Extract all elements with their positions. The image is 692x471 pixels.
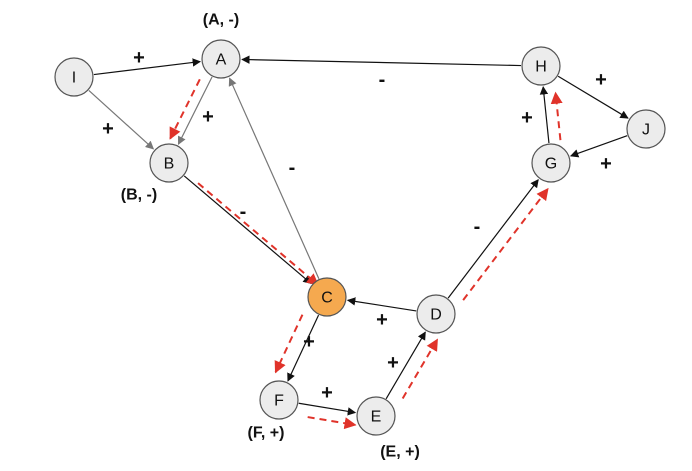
node-label: I [72,70,76,87]
node-label: H [535,59,547,76]
edge-signs-layer: + + + - - - + + + + - + + + [102,47,612,404]
edge-sign-i-a: + [133,47,145,69]
edge-sign-g-h: + [521,107,533,129]
annotation-a: (A, -) [203,12,239,29]
node-j: J [626,109,666,149]
node-circle [626,109,666,149]
highlighted-path-layer [169,78,563,430]
node-circle [54,57,94,97]
node-label: D [430,307,442,324]
edge-d-g [447,179,539,299]
node-i: I [54,57,94,97]
node-a: A [201,39,241,79]
edge-i-b [88,89,155,150]
node-f: F [259,380,299,420]
node-label: E [371,409,382,426]
edge-sign-c-f: + [303,331,315,353]
node-label: F [274,393,284,410]
nodes-layer: I A B C D E F G H J [54,39,666,436]
edge-j-g [569,135,628,158]
edge-sign-e-d: + [387,352,399,374]
node-circle [149,143,189,183]
path-segment-d-g [462,187,549,301]
path-segment-g-h [550,91,563,141]
node-d: D [416,294,456,334]
node-circle [259,380,299,420]
path-segment-b-c [197,182,319,286]
node-label: G [545,156,557,173]
edge-sign-d-g: - [474,216,481,238]
node-circle [201,39,241,79]
node-g: G [531,143,571,183]
path-segment-f-e [307,416,357,430]
edge-d-c [346,297,417,312]
edge-c-a [228,77,320,279]
edge-c-f [287,314,320,382]
path-segment-c-f [274,314,304,374]
edge-e-d [385,331,426,400]
edge-a-b [177,76,213,145]
edge-sign-c-a: - [289,157,296,179]
node-h: H [521,46,561,86]
edge-g-h [539,86,550,144]
node-circle [521,46,561,86]
node-circle [531,143,571,183]
edge-sign-a-b: + [202,106,214,128]
edge-f-e [298,402,357,416]
node-label: C [321,290,333,307]
node-circle [307,277,347,317]
edge-h-a [241,55,522,67]
node-label: A [216,52,227,69]
node-b: B [149,143,189,183]
node-circle [416,294,456,334]
edge-sign-i-b: + [102,118,114,140]
edge-sign-b-c: - [240,201,247,223]
path-segment-e-d [401,338,439,399]
annotations-layer: (A, -) (B, -) (F, +) (E, +) [121,12,420,461]
edge-sign-h-j: + [595,69,607,91]
node-c: C [307,277,347,317]
annotation-e: (E, +) [380,444,420,461]
edge-sign-h-a: - [379,69,386,91]
edge-b-c [183,175,312,284]
node-label: J [642,122,650,139]
edge-sign-j-g: + [600,153,612,175]
node-e: E [356,396,396,436]
edge-sign-d-c: + [376,309,388,331]
edges-layer [88,55,629,416]
annotation-f: (F, +) [248,425,285,442]
edge-sign-f-e: + [321,382,333,404]
node-label: B [164,156,175,173]
edge-i-a [93,58,201,76]
annotation-b: (B, -) [121,187,157,204]
edge-h-j [557,75,629,119]
node-circle [356,396,396,436]
